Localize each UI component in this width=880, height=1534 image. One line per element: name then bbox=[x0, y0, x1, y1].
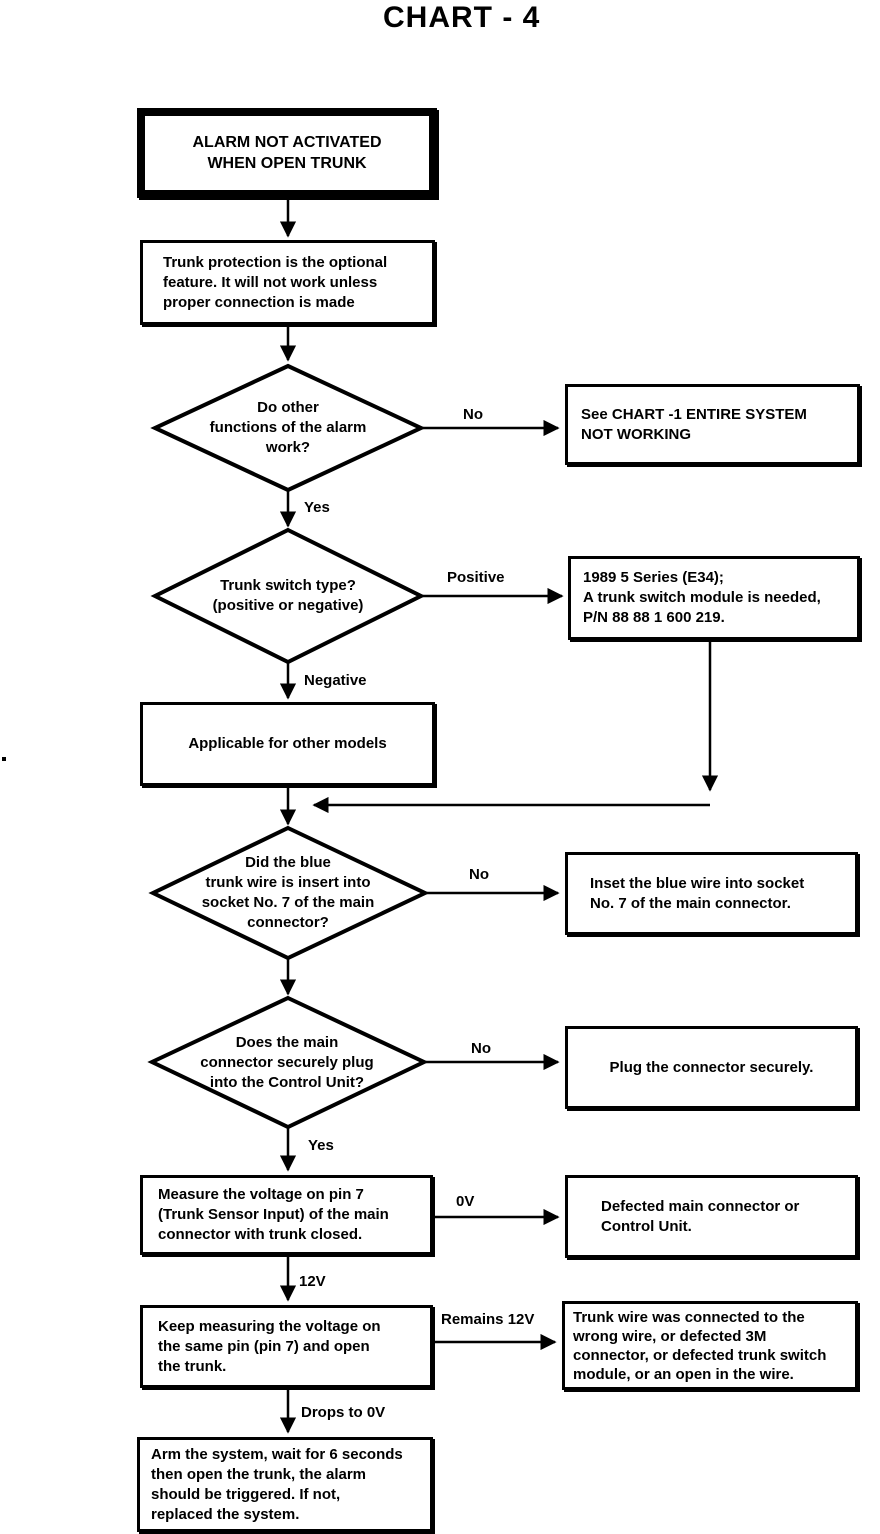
result-see-chart-1: See CHART -1 ENTIRE SYSTEM NOT WORKING bbox=[565, 384, 860, 465]
result-defected-connector: Defected main connector or Control Unit. bbox=[565, 1175, 858, 1258]
decision-connector-plug-label: Does the main connector securely plug in… bbox=[200, 1033, 374, 1091]
decision-alarm-functions-label: Do other functions of the alarm work? bbox=[209, 399, 367, 456]
decision-diamond-alarm-functions bbox=[150, 363, 426, 493]
decision-diamond-blue-wire bbox=[148, 825, 430, 961]
decision-diamond-switch-type bbox=[150, 527, 426, 665]
decision-blue-wire-label: Did the blue trunk wire is insert into s… bbox=[201, 854, 375, 931]
chart-title: CHART - 4 bbox=[383, 1, 541, 34]
edge-label-remains-12v: Remains 12V bbox=[441, 1311, 535, 1328]
edge-label-yes-switch: Yes bbox=[304, 499, 330, 516]
process-applicable-other-models: Applicable for other models bbox=[140, 702, 435, 786]
edge-label-yes-measure: Yes bbox=[308, 1137, 334, 1154]
result-plug-connector: Plug the connector securely. bbox=[565, 1026, 858, 1109]
edge-label-no-chart1: No bbox=[463, 406, 483, 423]
edge-label-no-insert: No bbox=[469, 866, 489, 883]
edge-label-drops-to-0v: Drops to 0V bbox=[301, 1404, 386, 1421]
stray-scan-dot bbox=[2, 757, 6, 761]
start-node-alarm-not-activated: ALARM NOT ACTIVATED WHEN OPEN TRUNK bbox=[137, 108, 437, 198]
decision-diamond-connector-plug bbox=[147, 995, 429, 1130]
edge-label-0v: 0V bbox=[456, 1193, 475, 1210]
result-trunk-switch-module: 1989 5 Series (E34); A trunk switch modu… bbox=[568, 556, 860, 640]
process-keep-measuring: Keep measuring the voltage on the same p… bbox=[140, 1305, 433, 1388]
edge-label-12v: 12V bbox=[299, 1273, 326, 1290]
edge-label-negative: Negative bbox=[304, 672, 367, 689]
process-trunk-protection-note: Trunk protection is the optional feature… bbox=[140, 240, 435, 325]
edge-label-no-plug: No bbox=[471, 1040, 491, 1057]
edge-label-positive: Positive bbox=[447, 569, 505, 586]
result-wrong-wire: Trunk wire was connected to the wrong wi… bbox=[562, 1301, 858, 1390]
decision-switch-type-label: Trunk switch type? (positive or negative… bbox=[212, 577, 364, 614]
process-measure-voltage: Measure the voltage on pin 7 (Trunk Sens… bbox=[140, 1175, 433, 1255]
result-insert-blue-wire: Inset the blue wire into socket No. 7 of… bbox=[565, 852, 858, 935]
process-arm-system: Arm the system, wait for 6 seconds then … bbox=[137, 1437, 433, 1532]
connector-lines bbox=[279, 198, 719, 1434]
